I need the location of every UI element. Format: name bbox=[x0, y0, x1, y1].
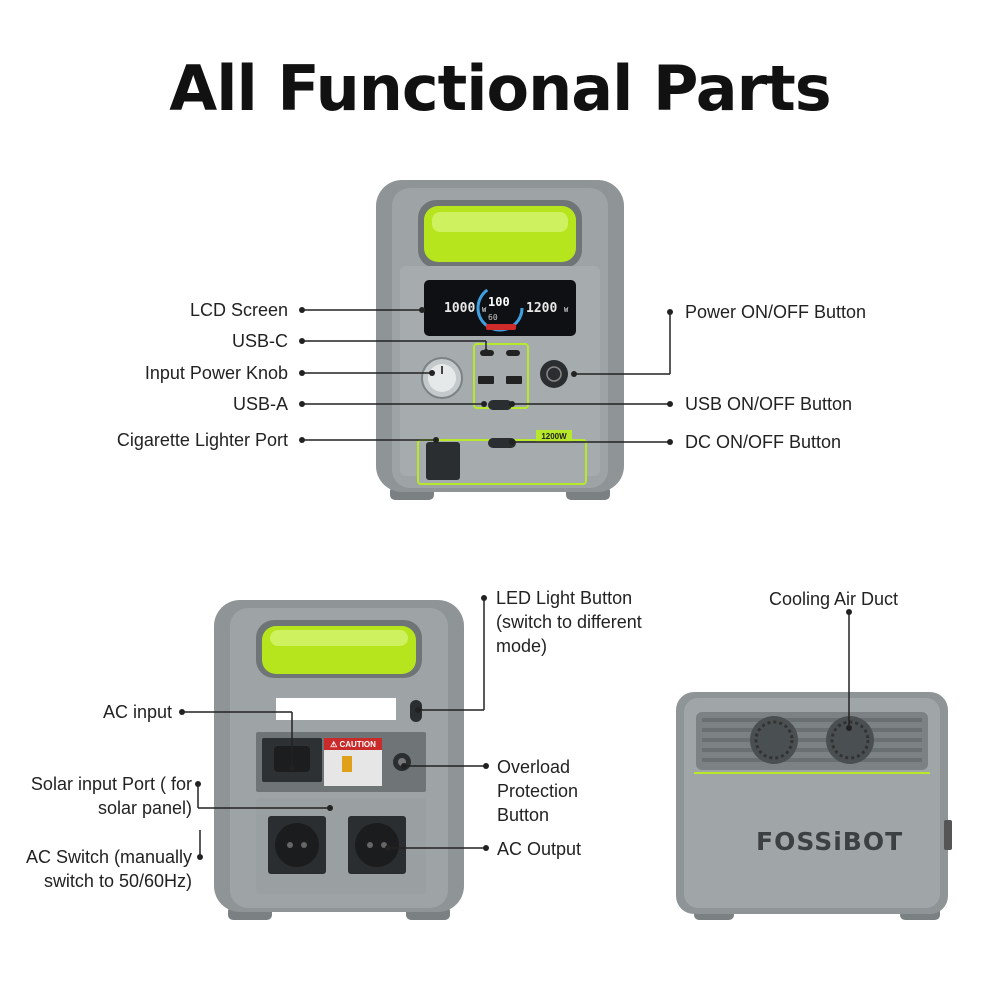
svg-text:W: W bbox=[564, 306, 569, 314]
label-power-button: Power ON/OFF Button bbox=[685, 302, 867, 322]
svg-text:1200: 1200 bbox=[526, 301, 557, 316]
lcd-input-value: 1000 bbox=[444, 301, 475, 316]
label-input-power-knob: Input Power Knob bbox=[144, 363, 288, 383]
brand-logo: FOSSiBOT bbox=[756, 827, 904, 856]
label-usb-button: USB ON/OFF Button bbox=[685, 394, 853, 414]
svg-text:1200W: 1200W bbox=[541, 432, 567, 441]
label-ac-output: AC Output bbox=[497, 839, 582, 859]
label-led-light-button: LED Light Button (switch to different mo… bbox=[496, 588, 642, 656]
svg-text:W: W bbox=[482, 306, 487, 314]
label-usb-c: USB-C bbox=[231, 331, 288, 351]
label-dc-button: DC ON/OFF Button bbox=[685, 432, 842, 452]
svg-text:100: 100 bbox=[488, 295, 510, 309]
label-ac-input: AC input bbox=[102, 702, 172, 722]
back-view-device: ⚠ CAUTION bbox=[214, 600, 464, 920]
label-cooling-air-duct: Cooling Air Duct bbox=[769, 589, 899, 609]
label-usb-a: USB-A bbox=[232, 394, 288, 414]
label-lcd-screen: LCD Screen bbox=[189, 300, 288, 320]
label-overload-protection: Overload Protection Button bbox=[497, 757, 579, 825]
page-title: All Functional Parts bbox=[169, 52, 831, 125]
label-ac-switch: AC Switch (manually switch to 50/60Hz) bbox=[25, 847, 192, 891]
side-view-device bbox=[676, 692, 952, 920]
front-view-device: 1000 W 100 60 1200 W 1200W bbox=[376, 180, 624, 500]
lcd-screen bbox=[424, 280, 576, 336]
label-solar-input-port: Solar input Port ( for solar panel) bbox=[30, 774, 192, 818]
svg-text:⚠ CAUTION: ⚠ CAUTION bbox=[330, 740, 376, 749]
svg-text:60: 60 bbox=[488, 313, 498, 322]
label-cigarette-lighter-port: Cigarette Lighter Port bbox=[116, 430, 288, 450]
